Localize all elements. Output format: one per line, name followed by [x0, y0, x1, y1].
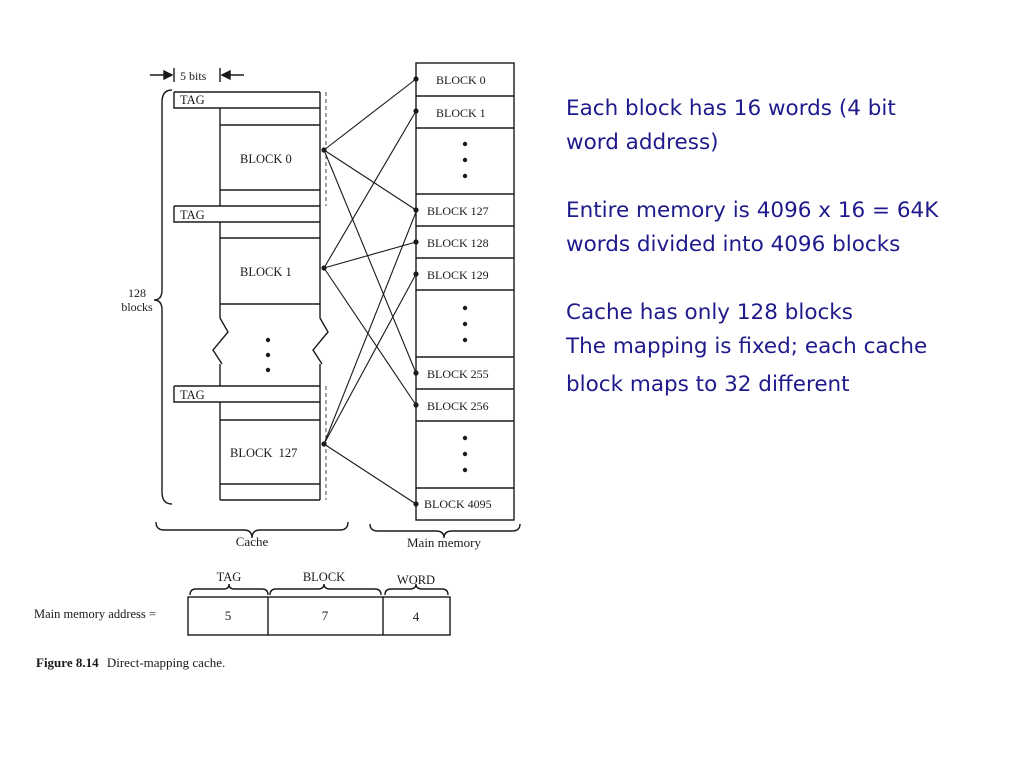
memory-block-0-label: BLOCK 0 [436, 73, 486, 87]
cache-column [173, 91, 329, 501]
cache-label: Cache [236, 534, 269, 549]
note-memory-size-line1: Entire memory is 4096 x 16 = 64K [566, 198, 939, 223]
address-label: Main memory address = [34, 607, 156, 621]
memory-block-256-label: BLOCK 256 [427, 399, 489, 413]
caption-number: Figure 8.14 [36, 655, 99, 670]
note-cache-blocks: Cache has only 128 blocks [566, 300, 853, 325]
cache-block-0-label: BLOCK 0 [240, 152, 292, 166]
address-field-tag-name: TAG [217, 570, 242, 584]
main-memory-label: Main memory [407, 535, 482, 550]
blocks-word-label: blocks [121, 300, 153, 314]
memory-block-129-label: BLOCK 129 [427, 268, 489, 282]
caption-text: Direct-mapping cache. [107, 655, 225, 670]
memory-block-255-label: BLOCK 255 [427, 367, 489, 381]
memory-block-127-label: BLOCK 127 [427, 204, 489, 218]
address-format: Main memory address = TAG BLOCK WORD 5 7… [34, 570, 451, 636]
note-block-size-line1: Each block has 16 words (4 bit [566, 96, 896, 121]
tag-label-0: TAG [180, 93, 205, 107]
note-memory-size-line2: words divided into 4096 blocks [566, 232, 901, 257]
cache-brace [155, 521, 349, 539]
address-field-block-name: BLOCK [303, 570, 345, 584]
connection-dots [265, 76, 468, 507]
main-memory-column [415, 62, 515, 521]
address-field-tag-bits: 5 [225, 608, 232, 623]
mapping-lines [323, 78, 417, 505]
blocks-brace [153, 89, 173, 505]
bits-dimension [150, 68, 244, 82]
address-field-word-name: WORD [397, 573, 435, 587]
slide-notes: Each block has 16 words (4 bit word addr… [566, 92, 1016, 402]
memory-brace [369, 523, 521, 539]
note-mapping-line2: block maps to 32 different [566, 372, 850, 397]
cache-block-1-label: BLOCK 1 [240, 265, 292, 279]
cache-block-127-label: BLOCK 127 [230, 446, 297, 460]
note-mapping-line1: The mapping is fixed; each cache [566, 334, 928, 359]
memory-block-1-label: BLOCK 1 [436, 106, 486, 120]
address-field-block-bits: 7 [322, 608, 329, 623]
tag-label-1: TAG [180, 208, 205, 222]
direct-mapping-cache-diagram: 5 bits TAG TAG TAG BLOCK 0 BLOCK 1 BLOCK… [34, 62, 521, 670]
memory-block-128-label: BLOCK 128 [427, 236, 489, 250]
blocks-count-label: 128 [128, 286, 146, 300]
address-field-word-bits: 4 [413, 609, 420, 624]
tag-label-127: TAG [180, 388, 205, 402]
note-block-size-line2: word address) [566, 130, 719, 155]
bits-label: 5 bits [180, 69, 207, 83]
figure-caption: Figure 8.14 Direct-mapping cache. [36, 655, 225, 670]
memory-block-4095-label: BLOCK 4095 [424, 497, 492, 511]
